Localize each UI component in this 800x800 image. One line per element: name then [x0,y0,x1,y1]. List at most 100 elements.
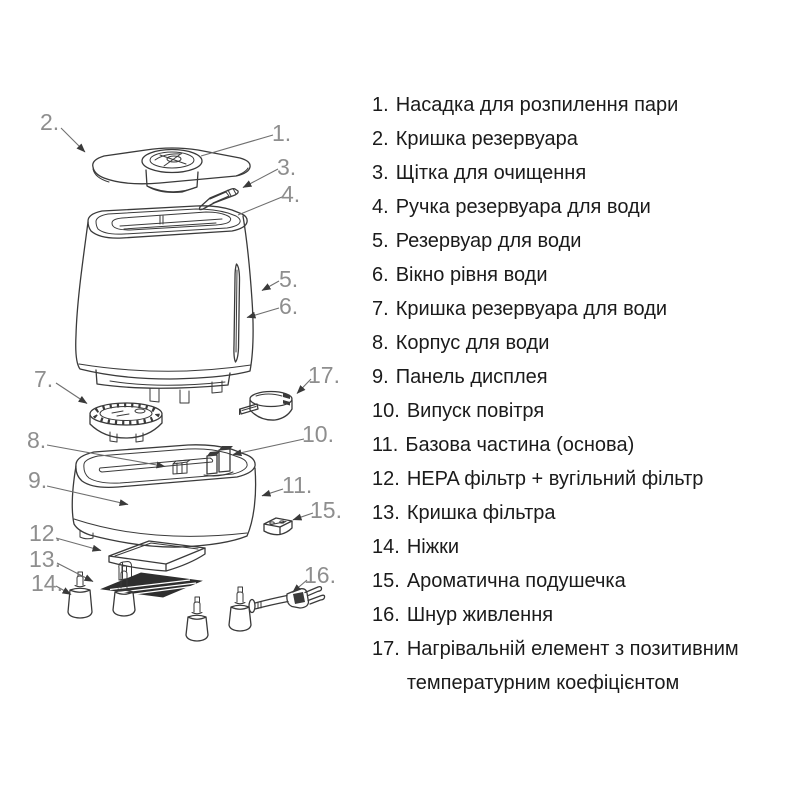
leader-5 [261,280,280,291]
legend-item-label: Щітка для очищення [395,162,587,184]
legend-item-number: 14. [372,536,400,558]
legend-item-label: HEPA фільтр + вугільний фільтр [406,468,704,490]
leader-11 [261,488,284,497]
legend-item-label: Насадка для розпилення пари [395,94,679,116]
legend-item-label: Корпус для води [395,332,550,354]
legend-item: 3. Щітка для очищення [372,156,788,190]
legend-item-number: 11. [372,434,399,456]
legend-item-label: Ручка резервуара для води [395,196,651,218]
legend-item-label: Ароматична подушечка [406,570,626,592]
leader-15 [292,512,314,521]
leader-13 [56,562,94,582]
leader-lines [46,127,314,595]
legend-item-number: 16. [372,604,400,626]
cleaning-brush [198,188,239,211]
callout-1: 1. [272,120,291,146]
leader-10 [232,438,305,457]
legend-item-number: 7. [372,298,389,320]
water-level-window [233,263,241,363]
legend-item: 11. Базова частина (основа) [372,428,788,462]
legend-item-number: 17. [372,638,400,660]
callout-2: 2. [40,109,59,135]
legend-item-label: Кришка фільтра [406,502,556,524]
callout-4: 4. [281,181,300,207]
leader-1 [200,134,274,157]
legend-item-number: 2. [372,128,389,150]
leader-16 [292,579,308,593]
filter-tray [108,540,206,572]
legend-item: 12. HEPA фільтр + вугільний фільтр [372,462,788,496]
base-inner-part [172,459,191,475]
foot [228,586,252,632]
callout-11: 11. [282,472,312,498]
callout-17: 17. [308,362,340,388]
callout-16: 16. [304,562,336,588]
legend-item-number: 15. [372,570,400,592]
base-foot-bump [79,529,94,540]
legend-item: 5. Резервуар для води [372,224,788,258]
callout-15: 15. [310,497,342,523]
heating-element [239,390,293,421]
air-outlet [203,446,234,477]
legend-item-number: 1. [372,94,389,116]
legend-item-label: Вікно рівня води [395,264,548,286]
callout-3: 3. [277,154,296,180]
legend-item-number: 13. [372,502,400,524]
callout-12: 12. [29,520,61,546]
legend-item: 14. Ніжки [372,530,788,564]
exploded-diagram: 1. 2. 3. 4. 5. 6. 7. 8. 9. 10. 11. 12. 1… [0,0,370,800]
legend-list: 1. Насадка для розпилення пари 2. Кришка ре… [372,88,788,700]
water-tank [75,205,254,404]
legend-item-number: 6. [372,264,389,286]
leader-17 [296,378,312,394]
legend-item-number: 8. [372,332,389,354]
callout-6: 6. [279,293,298,319]
leader-3 [242,168,279,188]
callout-13: 13. [29,546,61,572]
legend-item: 8. Корпус для води [372,326,788,360]
power-cord [248,586,326,614]
tank-lid [92,147,251,185]
legend-item-label: Випуск повітря [406,400,545,422]
tank-bottom-neck [95,369,231,404]
legend-item-label: Кришка резервуара для води [395,298,668,320]
leader-6 [246,307,280,319]
tank-cap [89,402,163,443]
callout-5: 5. [279,266,298,292]
leader-12 [55,537,102,552]
legend-item-label: Панель дисплея [395,366,548,388]
legend-item: 16.Шнур живлення [372,598,788,632]
leader-7 [55,382,88,404]
callout-9: 9. [28,467,47,493]
leader-2 [60,127,86,153]
legend-item-label: Базова частина (основа) [405,434,635,456]
legend-item: 10.Випуск повітря [372,394,788,428]
legend-item: 1. Насадка для розпилення пари [372,88,788,122]
legend-item: 13. Кришка фільтра [372,496,788,530]
legend-item: 17.Нагрівальній елемент з позитивним тем… [372,632,788,700]
legend-item-number: 9. [372,366,389,388]
legend-item: 9. Панель дисплея [372,360,788,394]
legend-item-number: 12. [372,468,400,490]
legend-item: 7. Кришка резервуара для води [372,292,788,326]
legend-item-label: Резервуар для води [395,230,582,252]
foot [112,565,136,617]
callout-8: 8. [27,427,46,453]
tank-handle [111,211,232,231]
callout-14: 14. [31,570,63,596]
legend-item-label: Кришка резервуара [395,128,578,150]
mist-nozzle [141,148,203,194]
rubber-feet [67,565,252,642]
leader-4 [237,196,283,216]
legend-item: 15. Ароматична подушечка [372,564,788,598]
leader-9 [46,485,129,507]
foot [67,571,93,619]
foot [185,596,209,642]
leader-8 [46,444,166,469]
legend-item-number: 5. [372,230,389,252]
legend-item-number: 3. [372,162,389,184]
legend-item-label: Ніжки [406,536,459,558]
legend-item: 4.Ручка резервуара для води [372,190,788,224]
callout-7: 7. [34,366,53,392]
callout-numbers: 1. 2. 3. 4. 5. 6. 7. 8. 9. 10. 11. 12. 1… [27,109,342,596]
